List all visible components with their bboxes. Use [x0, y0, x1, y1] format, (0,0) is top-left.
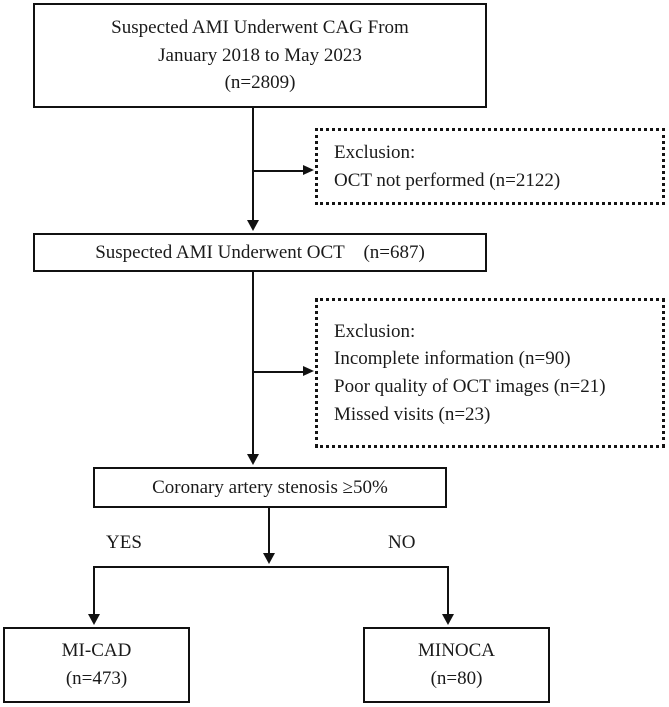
- arrowhead-down-icon: [247, 220, 259, 231]
- node-mi-cad-line-2: (n=473): [65, 668, 128, 689]
- node-exclusion-2: Exclusion: Incomplete information (n=90)…: [315, 298, 665, 448]
- node-minoca: MINOCA (n=80): [363, 627, 550, 703]
- edge-label-no: NO: [388, 532, 416, 553]
- arrowhead-right-icon: [303, 365, 314, 376]
- connector-stenosis-to-split: [268, 508, 270, 553]
- node-cag-line-3: (n=2809): [224, 72, 296, 94]
- node-oct-line-1: Suspected AMI Underwent OCT (n=687): [95, 241, 425, 263]
- node-exclusion-2-line-1: Exclusion:: [334, 320, 416, 342]
- node-exclusion-1-line-1: Exclusion:: [334, 141, 416, 163]
- arrowhead-down-icon: [263, 553, 275, 564]
- node-exclusion-2-line-3: Poor quality of OCT images (n=21): [334, 376, 606, 397]
- node-mi-cad-line-1: MI-CAD: [61, 640, 132, 662]
- node-exclusion-2-line-4: Missed visits (n=23): [334, 403, 491, 425]
- connector-split-bar: [93, 566, 449, 568]
- arrowhead-right-icon: [303, 164, 314, 175]
- node-exclusion-1-line-2: OCT not performed (n=2122): [334, 169, 561, 191]
- edge-label-yes: YES: [106, 532, 142, 553]
- arrowhead-down-icon: [247, 454, 259, 465]
- node-stenosis-line-1: Coronary artery stenosis ≥50%: [152, 476, 388, 498]
- node-exclusion-1: Exclusion: OCT not performed (n=2122): [315, 128, 665, 205]
- node-minoca-line-1: MINOCA: [417, 640, 496, 662]
- node-exclusion-2-line-2: Incomplete information (n=90): [334, 348, 571, 370]
- arrowhead-down-icon: [442, 614, 454, 625]
- node-cag-line-2: January 2018 to May 2023: [158, 44, 362, 66]
- node-cag-line-1: Suspected AMI Underwent CAG From: [111, 17, 409, 39]
- connector-split-to-micad: [93, 566, 95, 614]
- connector-to-exclusion-2: [252, 371, 306, 373]
- connector-oct-to-stenosis: [252, 272, 254, 454]
- connector-cag-to-oct: [252, 108, 254, 220]
- connector-split-to-minoca: [447, 566, 449, 614]
- connector-to-exclusion-1: [252, 170, 306, 172]
- node-minoca-line-2: (n=80): [430, 668, 483, 689]
- node-coronary-artery-stenosis: Coronary artery stenosis ≥50%: [93, 467, 447, 508]
- node-mi-cad: MI-CAD (n=473): [3, 627, 190, 703]
- arrowhead-down-icon: [88, 614, 100, 625]
- node-suspected-ami-oct: Suspected AMI Underwent OCT (n=687): [33, 233, 487, 272]
- node-suspected-ami-cag: Suspected AMI Underwent CAG From January…: [33, 3, 487, 108]
